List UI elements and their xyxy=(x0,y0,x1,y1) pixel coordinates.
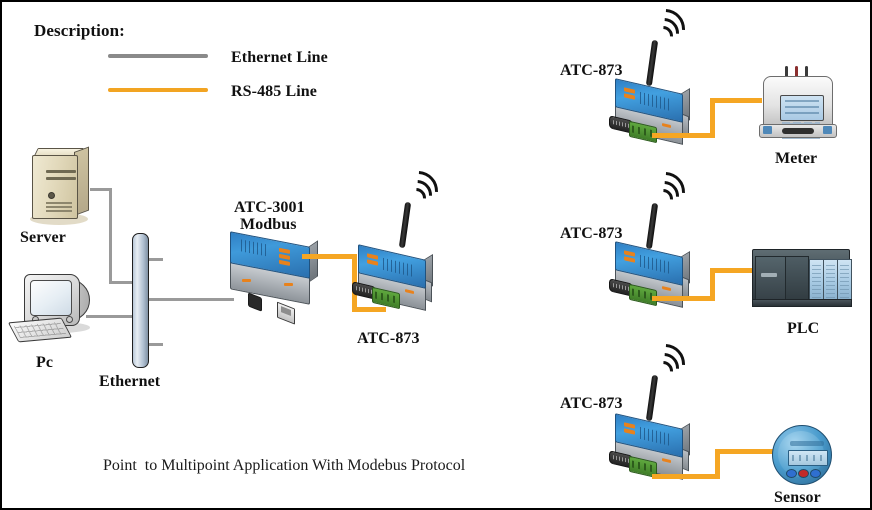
plc-rack-icon xyxy=(752,245,852,309)
ethernet-stub-upper-right xyxy=(145,258,163,261)
rs485-plc-lower xyxy=(652,296,715,301)
server-wire-drop xyxy=(109,188,112,283)
ethernet-bus-label: Ethernet xyxy=(99,373,161,390)
meter-label: Meter xyxy=(775,150,818,167)
wireless-modem-icon xyxy=(607,335,695,481)
modbus-gateway-icon xyxy=(224,231,320,325)
ethernet-backbone-icon xyxy=(132,233,149,368)
gateway-label-line2: Modbus xyxy=(240,216,297,233)
server-label: Server xyxy=(20,229,66,246)
pc-label: Pc xyxy=(36,354,54,371)
server-wire-to-bus xyxy=(109,281,139,284)
rs485-plc-riser xyxy=(710,268,715,301)
wireless-modem-icon xyxy=(350,162,447,312)
pc-wire-to-bus xyxy=(86,315,139,318)
description-title: Description: xyxy=(34,21,125,40)
server-tower-icon xyxy=(24,145,92,227)
radio-plc-label: ATC-873 xyxy=(560,225,623,242)
rs485-plc-upper xyxy=(710,268,758,273)
rs485-sensor-riser xyxy=(715,449,720,479)
rs485-to-radio-main xyxy=(352,307,386,312)
rs485-meter-riser xyxy=(710,98,715,138)
bus-to-gateway-wire xyxy=(142,298,234,301)
round-digital-sensor-icon xyxy=(772,425,832,485)
gateway-label-line1: ATC-3001 xyxy=(234,199,305,216)
plc-label: PLC xyxy=(787,320,820,337)
rs485-meter-upper xyxy=(710,98,762,103)
rs485-meter-lower xyxy=(652,133,715,138)
ethernet-stub-lower-right xyxy=(145,343,163,346)
ethernet-line-swatch xyxy=(108,54,208,58)
diagram-caption: Point to Multipoint Application With Mod… xyxy=(103,457,466,474)
rs485-sensor-lower xyxy=(652,474,720,479)
rs485-gateway-out xyxy=(302,254,357,259)
handheld-meter-icon xyxy=(759,64,837,142)
rs485-sensor-upper xyxy=(715,449,777,454)
sensor-label: Sensor xyxy=(774,489,821,506)
server-wire-segment xyxy=(90,188,112,191)
desktop-computer-icon xyxy=(7,270,100,348)
rs485-line-label: RS-485 Line xyxy=(231,83,317,100)
rs485-line-swatch xyxy=(108,88,208,92)
radio-sensor-label: ATC-873 xyxy=(560,395,623,412)
radio-meter-label: ATC-873 xyxy=(560,62,623,79)
radio-main-label: ATC-873 xyxy=(357,330,420,347)
ethernet-line-label: Ethernet Line xyxy=(231,49,328,66)
